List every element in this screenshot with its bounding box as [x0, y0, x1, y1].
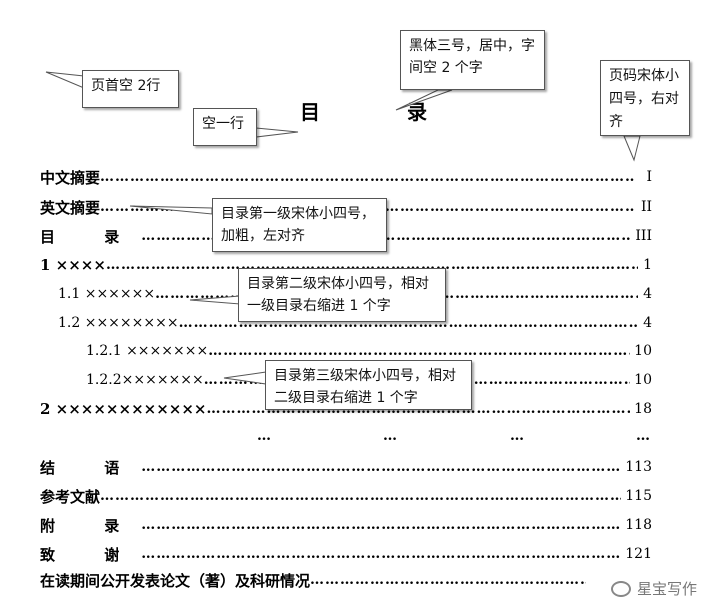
callout-title-style: 黑体三号，居中，字间空 2 个字	[400, 30, 545, 90]
callout-blank-line: 空一行	[193, 108, 257, 146]
ellipsis-mark: …	[383, 428, 397, 444]
toc-entry-acknowledgements[interactable]: 致 谢 …………………………………………………………………………………………………	[40, 545, 652, 564]
page-number: III	[635, 228, 652, 244]
wechat-icon	[610, 580, 631, 597]
toc-entry-section-1-2-1[interactable]: 1.2.1 ××××××× ………………………………………………………………………	[86, 343, 652, 359]
toc-entry-conclusion[interactable]: 结 语 …………………………………………………………………………………………………	[40, 458, 652, 477]
pointer-header-space	[45, 71, 85, 89]
toc-entry-references[interactable]: 参考文献 ………………………………………………………………………………………………	[40, 487, 652, 506]
dot-leader: ……………………………………………………………………………………………………………	[310, 572, 586, 588]
page-number: 118	[625, 517, 652, 533]
ellipsis-mark: …	[636, 428, 650, 444]
dot-leader: ……………………………………………………………………………………………………………	[141, 546, 622, 562]
callout-level2-style: 目录第二级宋体小四号，相对一级目录右缩进 1 个字	[238, 268, 446, 322]
watermark: 星宝写作	[610, 578, 697, 599]
dot-leader: ……………………………………………………………………………………………………………	[208, 343, 630, 359]
page-number: 10	[634, 372, 652, 388]
watermark-text: 星宝写作	[636, 580, 697, 598]
dot-leader: ……………………………………………………………………………………………………………	[141, 517, 622, 533]
callout-level3-style: 目录第三级宋体小四号，相对二级目录右缩进 1 个字	[265, 360, 472, 410]
page-number: 115	[625, 488, 652, 504]
page-number: II	[640, 199, 652, 215]
dot-leader: ……………………………………………………………………………………………………………	[100, 169, 634, 185]
ellipsis-mark: …	[257, 428, 271, 444]
ellipsis-mark: …	[510, 428, 524, 444]
page-title: 目 录	[300, 100, 467, 124]
pointer-page-number	[623, 135, 641, 162]
page-number: 4	[643, 315, 652, 331]
page-number: 10	[634, 343, 652, 359]
page-number: 1	[643, 257, 652, 273]
toc-entry-chinese-abstract[interactable]: 中文摘要 ………………………………………………………………………………………………	[40, 168, 652, 187]
dot-leader: ……………………………………………………………………………………………………………	[100, 488, 621, 504]
dot-leader: ……………………………………………………………………………………………………………	[141, 459, 622, 475]
page-number: I	[646, 169, 652, 185]
page-number: 121	[625, 546, 652, 562]
toc-entry-publications[interactable]: 在读期间公开发表论文（著）及科研情况 …………………………………………………………	[40, 570, 600, 590]
callout-page-number-style: 页码宋体小四号，右对齐	[600, 60, 690, 136]
pointer-blank-line	[255, 127, 299, 138]
page-number: 113	[625, 459, 652, 475]
callout-level1-style: 目录第一级宋体小四号，加粗，左对齐	[212, 198, 387, 252]
page-number: 18	[634, 401, 652, 417]
page-number: 4	[643, 286, 652, 302]
callout-header-space: 页首空 2行	[82, 70, 179, 108]
toc-entry-appendix[interactable]: 附 录 …………………………………………………………………………………………………	[40, 516, 652, 535]
